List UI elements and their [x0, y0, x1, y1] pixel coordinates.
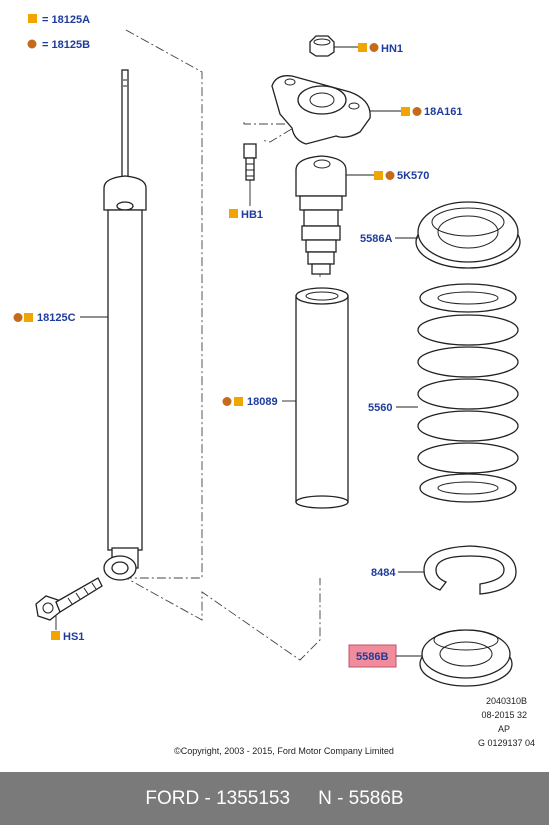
callout-5560: 5560 — [368, 402, 418, 414]
svg-text:08-2015 32: 08-2015 32 — [481, 710, 527, 720]
legend-square-marker — [28, 14, 37, 23]
callout-18125c: 18125C — [13, 312, 108, 324]
callout-5586b: 5586B — [348, 644, 422, 668]
drawing-metadata: 2040310B 08-2015 32 AP G 0129137 04 — [478, 696, 535, 748]
exploded-parts-diagram: = 18125A = 18125B — [13, 14, 535, 756]
callout-5k570: 5K570 — [346, 170, 429, 182]
callout-18a161: 18A161 — [370, 106, 463, 118]
dust-boot — [295, 287, 349, 509]
top-mount — [271, 75, 371, 145]
svg-text:5K570: 5K570 — [397, 170, 429, 182]
legend-square-label: = 18125A — [42, 14, 90, 26]
svg-text:18125C: 18125C — [37, 312, 76, 324]
bump-stop — [295, 155, 347, 275]
legend: = 18125A = 18125B — [27, 14, 90, 51]
callout-hn1: HN1 — [334, 43, 403, 55]
callout-hs1: HS1 — [51, 616, 84, 643]
svg-text:HB1: HB1 — [241, 209, 263, 221]
lower-spring-seat — [419, 629, 513, 687]
callout-5586a: 5586A — [360, 233, 418, 245]
svg-text:2040310B: 2040310B — [486, 696, 527, 706]
svg-text:5560: 5560 — [368, 402, 392, 414]
legend-circle-marker — [27, 39, 37, 49]
svg-text:HS1: HS1 — [63, 631, 84, 643]
copyright-notice: ©Copyright, 2003 - 2015, Ford Motor Comp… — [174, 746, 394, 756]
svg-text:8484: 8484 — [371, 567, 396, 579]
svg-text:18089: 18089 — [247, 396, 278, 408]
footer-brand-part-number: FORD - 1355153 — [145, 787, 291, 809]
legend-circle-label: = 18125B — [42, 39, 90, 51]
svg-text:AP: AP — [498, 724, 510, 734]
footer-bar: FORD - 1355153 N - 5586B — [0, 772, 549, 825]
callout-8484: 8484 — [371, 567, 424, 579]
upper-spring-seat — [415, 201, 521, 269]
bolt-hs1 — [35, 577, 103, 621]
callout-18089: 18089 — [222, 396, 296, 408]
footer-n-part-number: N - 5586B — [318, 787, 404, 809]
spring-insulator — [423, 545, 517, 595]
svg-text:18A161: 18A161 — [424, 106, 463, 118]
nut-hn1 — [309, 35, 335, 57]
bolt-hb1 — [243, 143, 257, 181]
coil-spring — [417, 283, 519, 503]
svg-text:5586A: 5586A — [360, 233, 392, 245]
shock-absorber — [103, 69, 147, 581]
svg-text:5586B: 5586B — [356, 651, 388, 663]
callout-hb1: HB1 — [229, 180, 263, 221]
svg-text:HN1: HN1 — [381, 43, 403, 55]
svg-text:G 0129137 04: G 0129137 04 — [478, 738, 535, 748]
